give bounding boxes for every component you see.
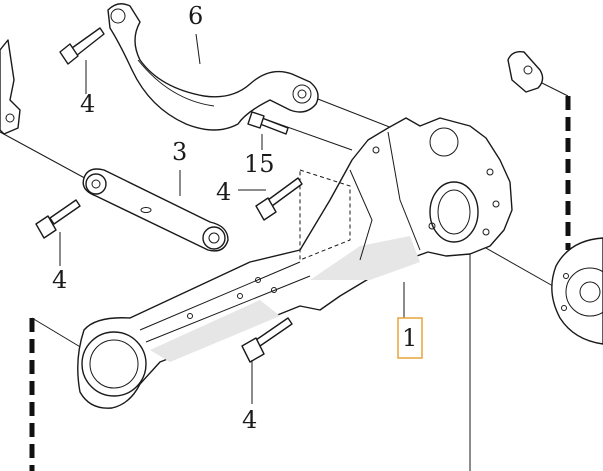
callout-4-left[interactable]: 4 [52,266,67,294]
bolt-15 [247,111,289,135]
callout-1-highlight [397,317,423,359]
sensor-part [507,50,544,93]
bolt-mid [255,177,303,221]
subframe-assembly [77,117,513,409]
callout-6[interactable]: 6 [188,2,203,30]
partial-component-left [0,39,21,135]
callout-4-top[interactable]: 4 [80,90,95,118]
lateral-link [82,168,229,252]
callout-1[interactable]: 1 [402,324,417,352]
upper-control-arm [107,3,319,131]
bolt-bottom [241,317,293,363]
callout-3[interactable]: 3 [172,138,187,166]
callout-4-mid[interactable]: 4 [216,178,231,206]
callout-4-bottom[interactable]: 4 [242,406,257,434]
callout-leaders [59,33,471,471]
bolt-lateral-link [35,199,81,239]
wheel-hub-partial [551,237,603,345]
callout-15[interactable]: 15 [244,150,275,178]
bolt-top [59,27,105,65]
